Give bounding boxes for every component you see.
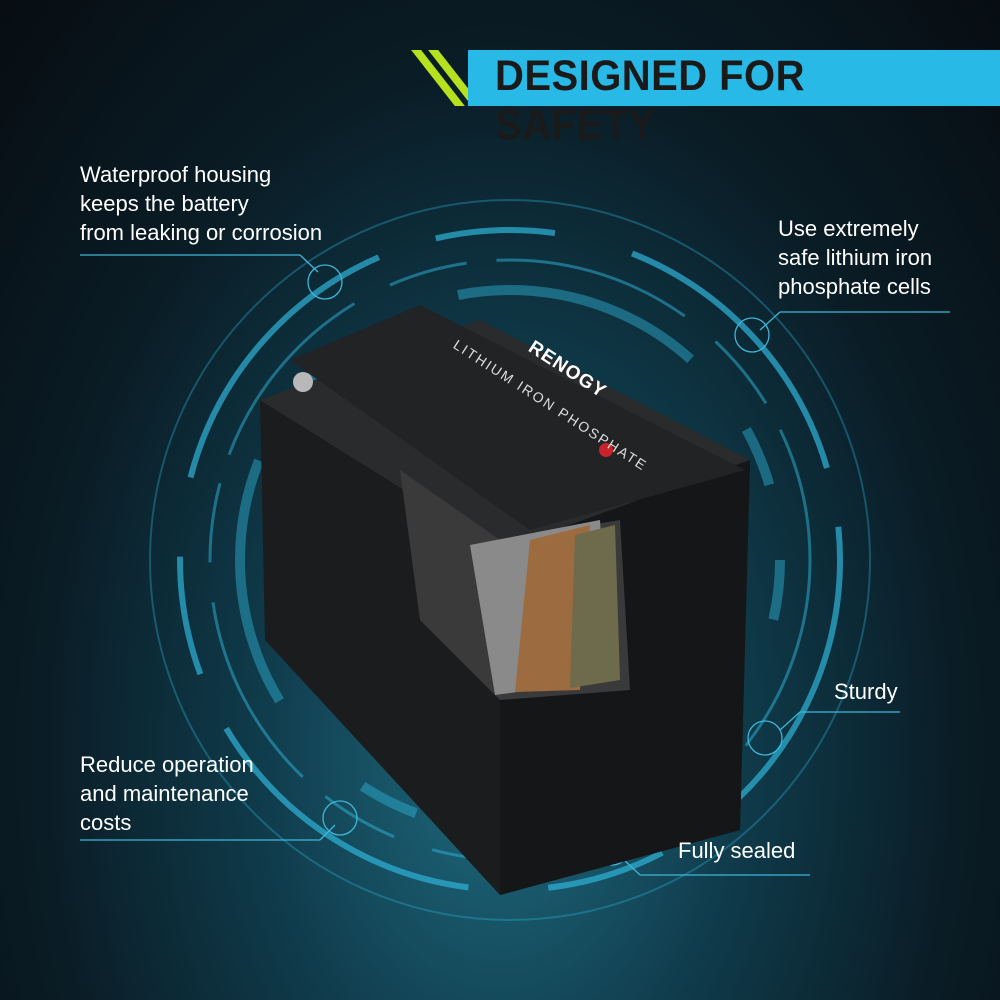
callout-line: costs	[80, 810, 132, 835]
page-title: DESIGNED FOR SAFETY	[495, 52, 805, 149]
callout-sealed: Fully sealed	[678, 836, 795, 865]
callout-cells: Use extremely safe lithium iron phosphat…	[778, 214, 932, 301]
callout-line: Use extremely	[778, 216, 919, 241]
callout-sturdy: Sturdy	[834, 677, 898, 706]
callout-line: keeps the battery	[80, 191, 249, 216]
callout-line: safe lithium iron	[778, 245, 933, 270]
callout-line: phosphate cells	[778, 274, 931, 299]
callout-line: and maintenance	[80, 781, 249, 806]
callout-line: from leaking or corrosion	[80, 220, 323, 245]
callout-line: Reduce operation	[80, 752, 254, 777]
callout-waterproof: Waterproof housing keeps the battery fro…	[80, 160, 322, 247]
callout-line: Fully sealed	[678, 838, 796, 863]
title-banner	[468, 50, 1000, 106]
battery-illustration	[260, 305, 750, 895]
callout-line: Waterproof housing	[80, 162, 272, 187]
callout-line: Sturdy	[834, 679, 898, 704]
callout-maintenance: Reduce operation and maintenance costs	[80, 750, 254, 837]
